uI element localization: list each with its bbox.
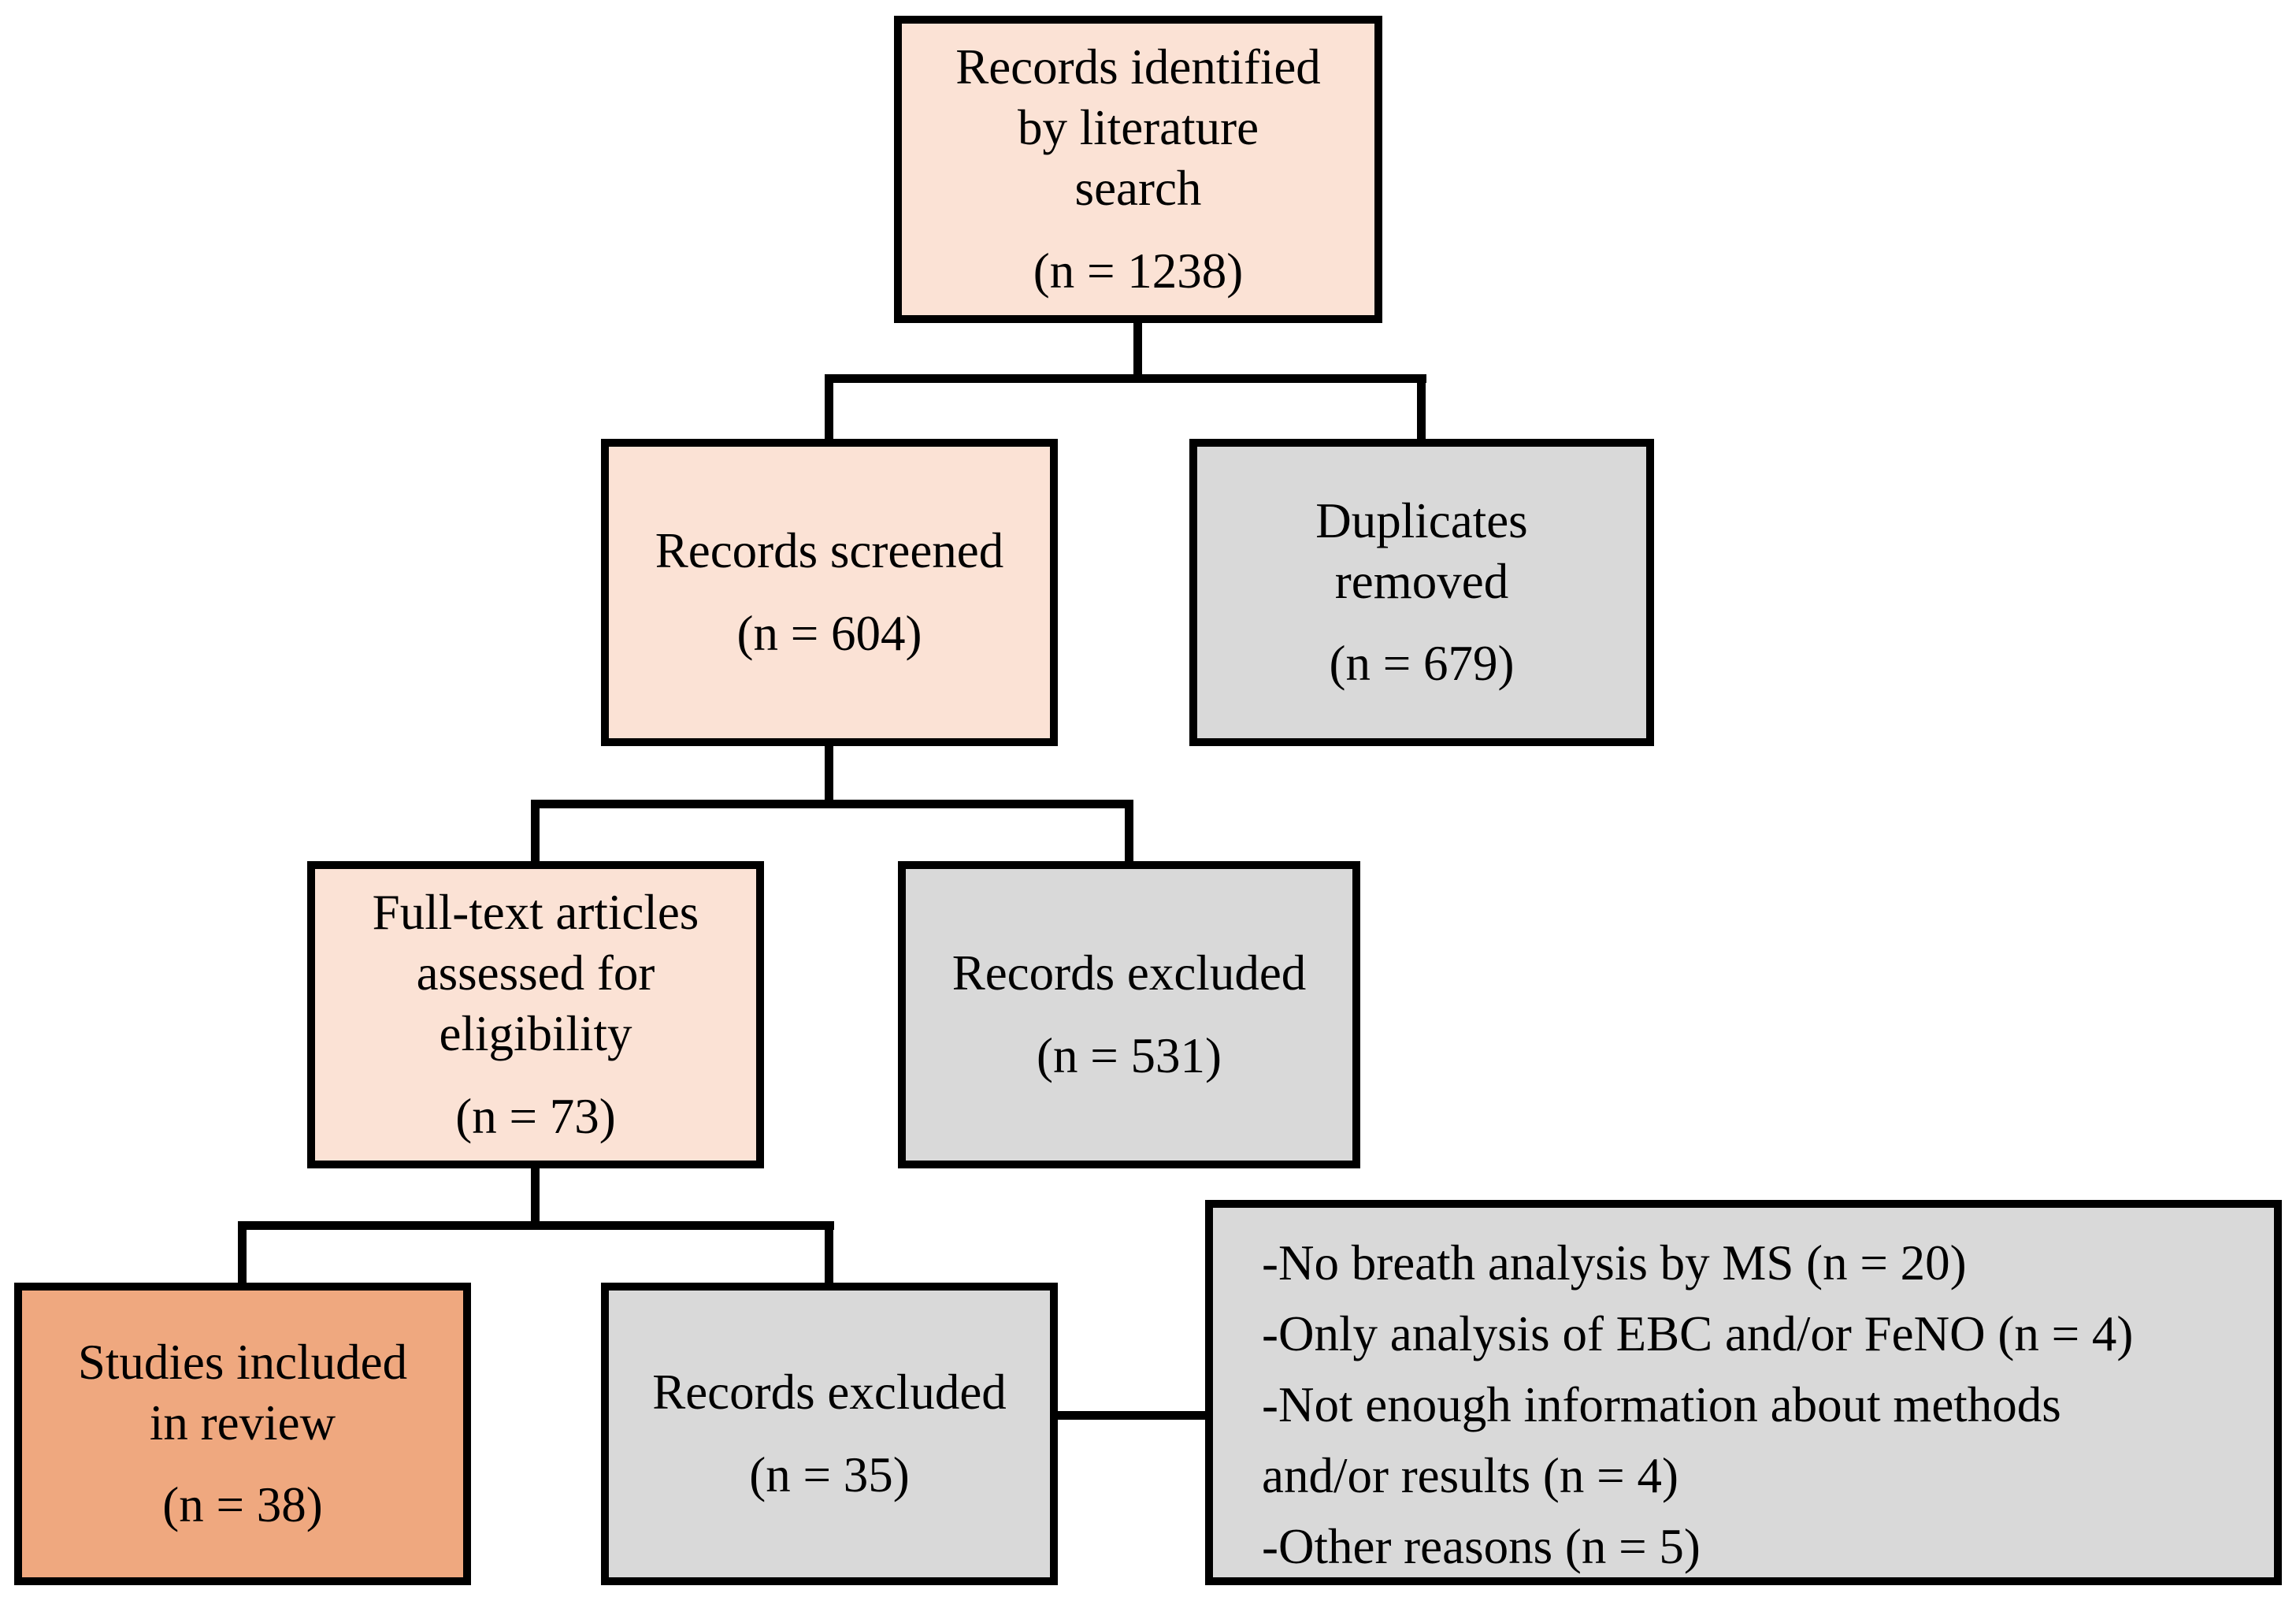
connector-drop-to-excluded-35 bbox=[825, 1221, 833, 1291]
duplicates-removed-count: (n = 679) bbox=[1329, 636, 1515, 692]
records-excluded-fulltext-count: (n = 35) bbox=[749, 1447, 910, 1502]
connector-drop-to-fulltext bbox=[531, 800, 540, 869]
records-excluded-screening-box: Records excluded (n = 531) bbox=[898, 861, 1360, 1168]
exclusion-reason-item: -Other reasons (n = 5) bbox=[1262, 1519, 1701, 1574]
records-excluded-fulltext-box: Records excluded (n = 35) bbox=[601, 1283, 1058, 1585]
exclusion-reason-item: -No breath analysis by MS (n = 20) bbox=[1262, 1235, 1967, 1291]
records-screened-box: Records screened (n = 604) bbox=[601, 439, 1058, 746]
connector-identified-stem bbox=[1133, 321, 1142, 383]
fulltext-assessed-box: Full-text articles assessed for eligibil… bbox=[307, 861, 764, 1168]
connector-fulltext-stem bbox=[531, 1166, 540, 1230]
records-screened-count: (n = 604) bbox=[736, 606, 922, 661]
exclusion-reason-item: -Not enough information about methods an… bbox=[1262, 1377, 2061, 1503]
fulltext-assessed-count: (n = 73) bbox=[455, 1088, 616, 1144]
records-identified-count: (n = 1238) bbox=[1033, 243, 1244, 299]
fulltext-assessed-label: Full-text articles assessed for eligibil… bbox=[372, 885, 699, 1061]
records-identified-label: Records identified by literature search bbox=[955, 39, 1321, 216]
exclusion-reasons-box: -No breath analysis by MS (n = 20) -Only… bbox=[1205, 1200, 2282, 1585]
connector-drop-to-duplicates bbox=[1417, 374, 1426, 447]
records-excluded-screening-label: Records excluded bbox=[951, 945, 1307, 1001]
studies-included-box: Studies included in review (n = 38) bbox=[14, 1283, 471, 1585]
connector-identified-branch-bar bbox=[825, 374, 1426, 383]
duplicates-removed-label: Duplicates removed bbox=[1315, 492, 1528, 609]
records-excluded-fulltext-label: Records excluded bbox=[652, 1365, 1007, 1421]
connector-drop-to-excluded-531 bbox=[1125, 800, 1133, 869]
records-screened-label: Records screened bbox=[655, 523, 1004, 579]
records-excluded-screening-count: (n = 531) bbox=[1037, 1028, 1222, 1083]
connector-excluded-35-to-reasons bbox=[1054, 1411, 1209, 1420]
duplicates-removed-box: Duplicates removed (n = 679) bbox=[1189, 439, 1654, 746]
exclusion-reason-item: -Only analysis of EBC and/or FeNO (n = 4… bbox=[1262, 1306, 2134, 1361]
connector-drop-to-screened bbox=[825, 374, 833, 447]
connector-fulltext-branch-bar bbox=[238, 1221, 834, 1230]
connector-drop-to-included bbox=[238, 1221, 247, 1291]
connector-screened-stem bbox=[825, 744, 833, 808]
studies-included-label: Studies included in review bbox=[77, 1334, 408, 1450]
connector-screened-branch-bar bbox=[531, 800, 1133, 808]
studies-included-count: (n = 38) bbox=[162, 1477, 323, 1533]
records-identified-box: Records identified by literature search … bbox=[894, 16, 1382, 323]
